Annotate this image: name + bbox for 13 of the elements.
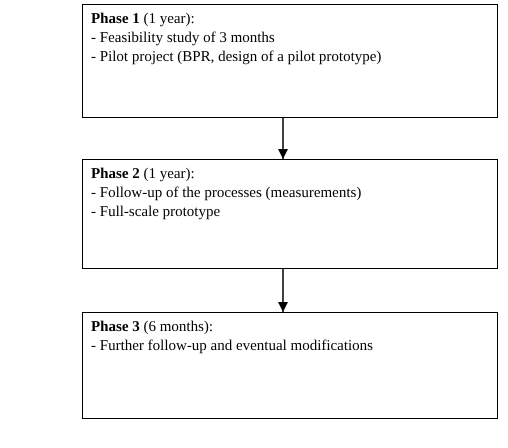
arrow (278, 118, 288, 159)
phase-heading: Phase 3 (6 months): (91, 318, 214, 337)
phase-item: - Full-scale prototype (91, 203, 220, 222)
phase-heading: Phase 1 (1 year): (91, 10, 195, 29)
phase-box (82, 4, 498, 118)
phase-heading: Phase 2 (1 year): (91, 165, 195, 184)
phase-item: - Feasibility study of 3 months (91, 29, 275, 48)
phase-box (82, 312, 498, 419)
arrow (278, 269, 288, 312)
phase-item: - Further follow-up and eventual modifications (91, 337, 374, 356)
phase-item: - Follow-up of the processes (measurements) (91, 184, 362, 203)
phase-item: - Pilot project (BPR, design of a pilot prototype) (91, 48, 382, 67)
phase-box (82, 159, 498, 269)
